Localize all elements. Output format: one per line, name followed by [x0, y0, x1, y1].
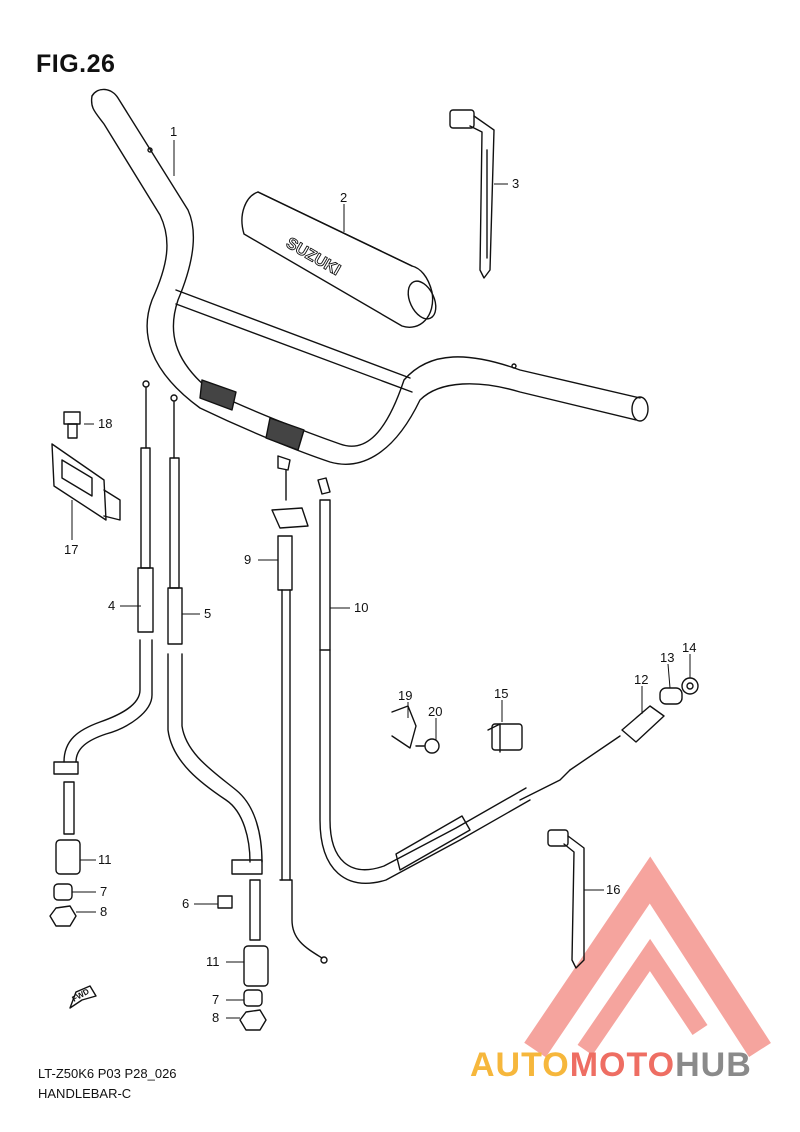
adjuster-nut-7b — [243, 989, 263, 1007]
lock-nut-8a — [49, 905, 77, 927]
wire-clip — [391, 705, 417, 749]
callout-4: 4 — [108, 598, 115, 613]
callout-8-right: 8 — [212, 1010, 219, 1025]
throttle-cable-center — [271, 455, 328, 964]
bolt — [63, 411, 81, 439]
callout-15: 15 — [494, 686, 508, 701]
brake-cable-left — [167, 394, 269, 987]
handlebar-pad: SUZUKI — [241, 191, 437, 328]
callout-11-right: 11 — [206, 954, 220, 969]
nut-13 — [659, 687, 683, 705]
figure-title: FIG.26 — [36, 50, 116, 78]
watermark-part-auto: AUTO — [470, 1046, 570, 1084]
cable-bracket — [51, 443, 121, 521]
callout-8-left: 8 — [100, 904, 107, 919]
callout-12: 12 — [634, 672, 648, 687]
callout-6: 6 — [182, 896, 189, 911]
callout-7-left: 7 — [100, 884, 107, 899]
throttle-cable — [53, 380, 154, 875]
fwd-arrow-icon — [69, 985, 97, 1009]
callout-3: 3 — [512, 176, 519, 191]
adjuster-nut-7a — [53, 883, 73, 901]
callout-13: 13 — [660, 650, 674, 665]
callout-20: 20 — [428, 704, 442, 719]
callout-11-left: 11 — [98, 852, 112, 867]
callout-14: 14 — [682, 640, 696, 655]
footer-model-code: LT-Z50K6 P03 P28_026 — [38, 1066, 177, 1081]
screw — [415, 738, 440, 754]
watermark-brand: AUTOMOTOHUB — [470, 1046, 752, 1085]
screw-6 — [217, 895, 233, 909]
watermark-part-hub: HUB — [675, 1046, 752, 1084]
callout-17: 17 — [64, 542, 78, 557]
callout-1: 1 — [170, 124, 177, 139]
handlebar — [90, 88, 649, 465]
pad-brand-text: SUZUKI — [283, 235, 343, 280]
watermark-triangle-logo — [524, 856, 771, 1058]
cable-tie-top — [449, 109, 495, 279]
cable-tie-lower — [547, 829, 585, 969]
lock-nut-8b — [239, 1009, 267, 1031]
cable-adjuster — [621, 705, 665, 743]
callout-10: 10 — [354, 600, 368, 615]
callout-5: 5 — [204, 606, 211, 621]
callout-16: 16 — [606, 882, 620, 897]
cable-clamp — [487, 723, 523, 753]
callout-2: 2 — [340, 190, 347, 205]
nut-14 — [681, 677, 699, 695]
callout-9: 9 — [244, 552, 251, 567]
callout-18: 18 — [98, 416, 112, 431]
footer-group-name: HANDLEBAR-C — [38, 1086, 132, 1101]
brake-cable-right — [317, 477, 621, 884]
callout-7-right: 7 — [212, 992, 219, 1007]
callout-19: 19 — [398, 688, 412, 703]
watermark-part-moto: MOTO — [569, 1046, 676, 1084]
